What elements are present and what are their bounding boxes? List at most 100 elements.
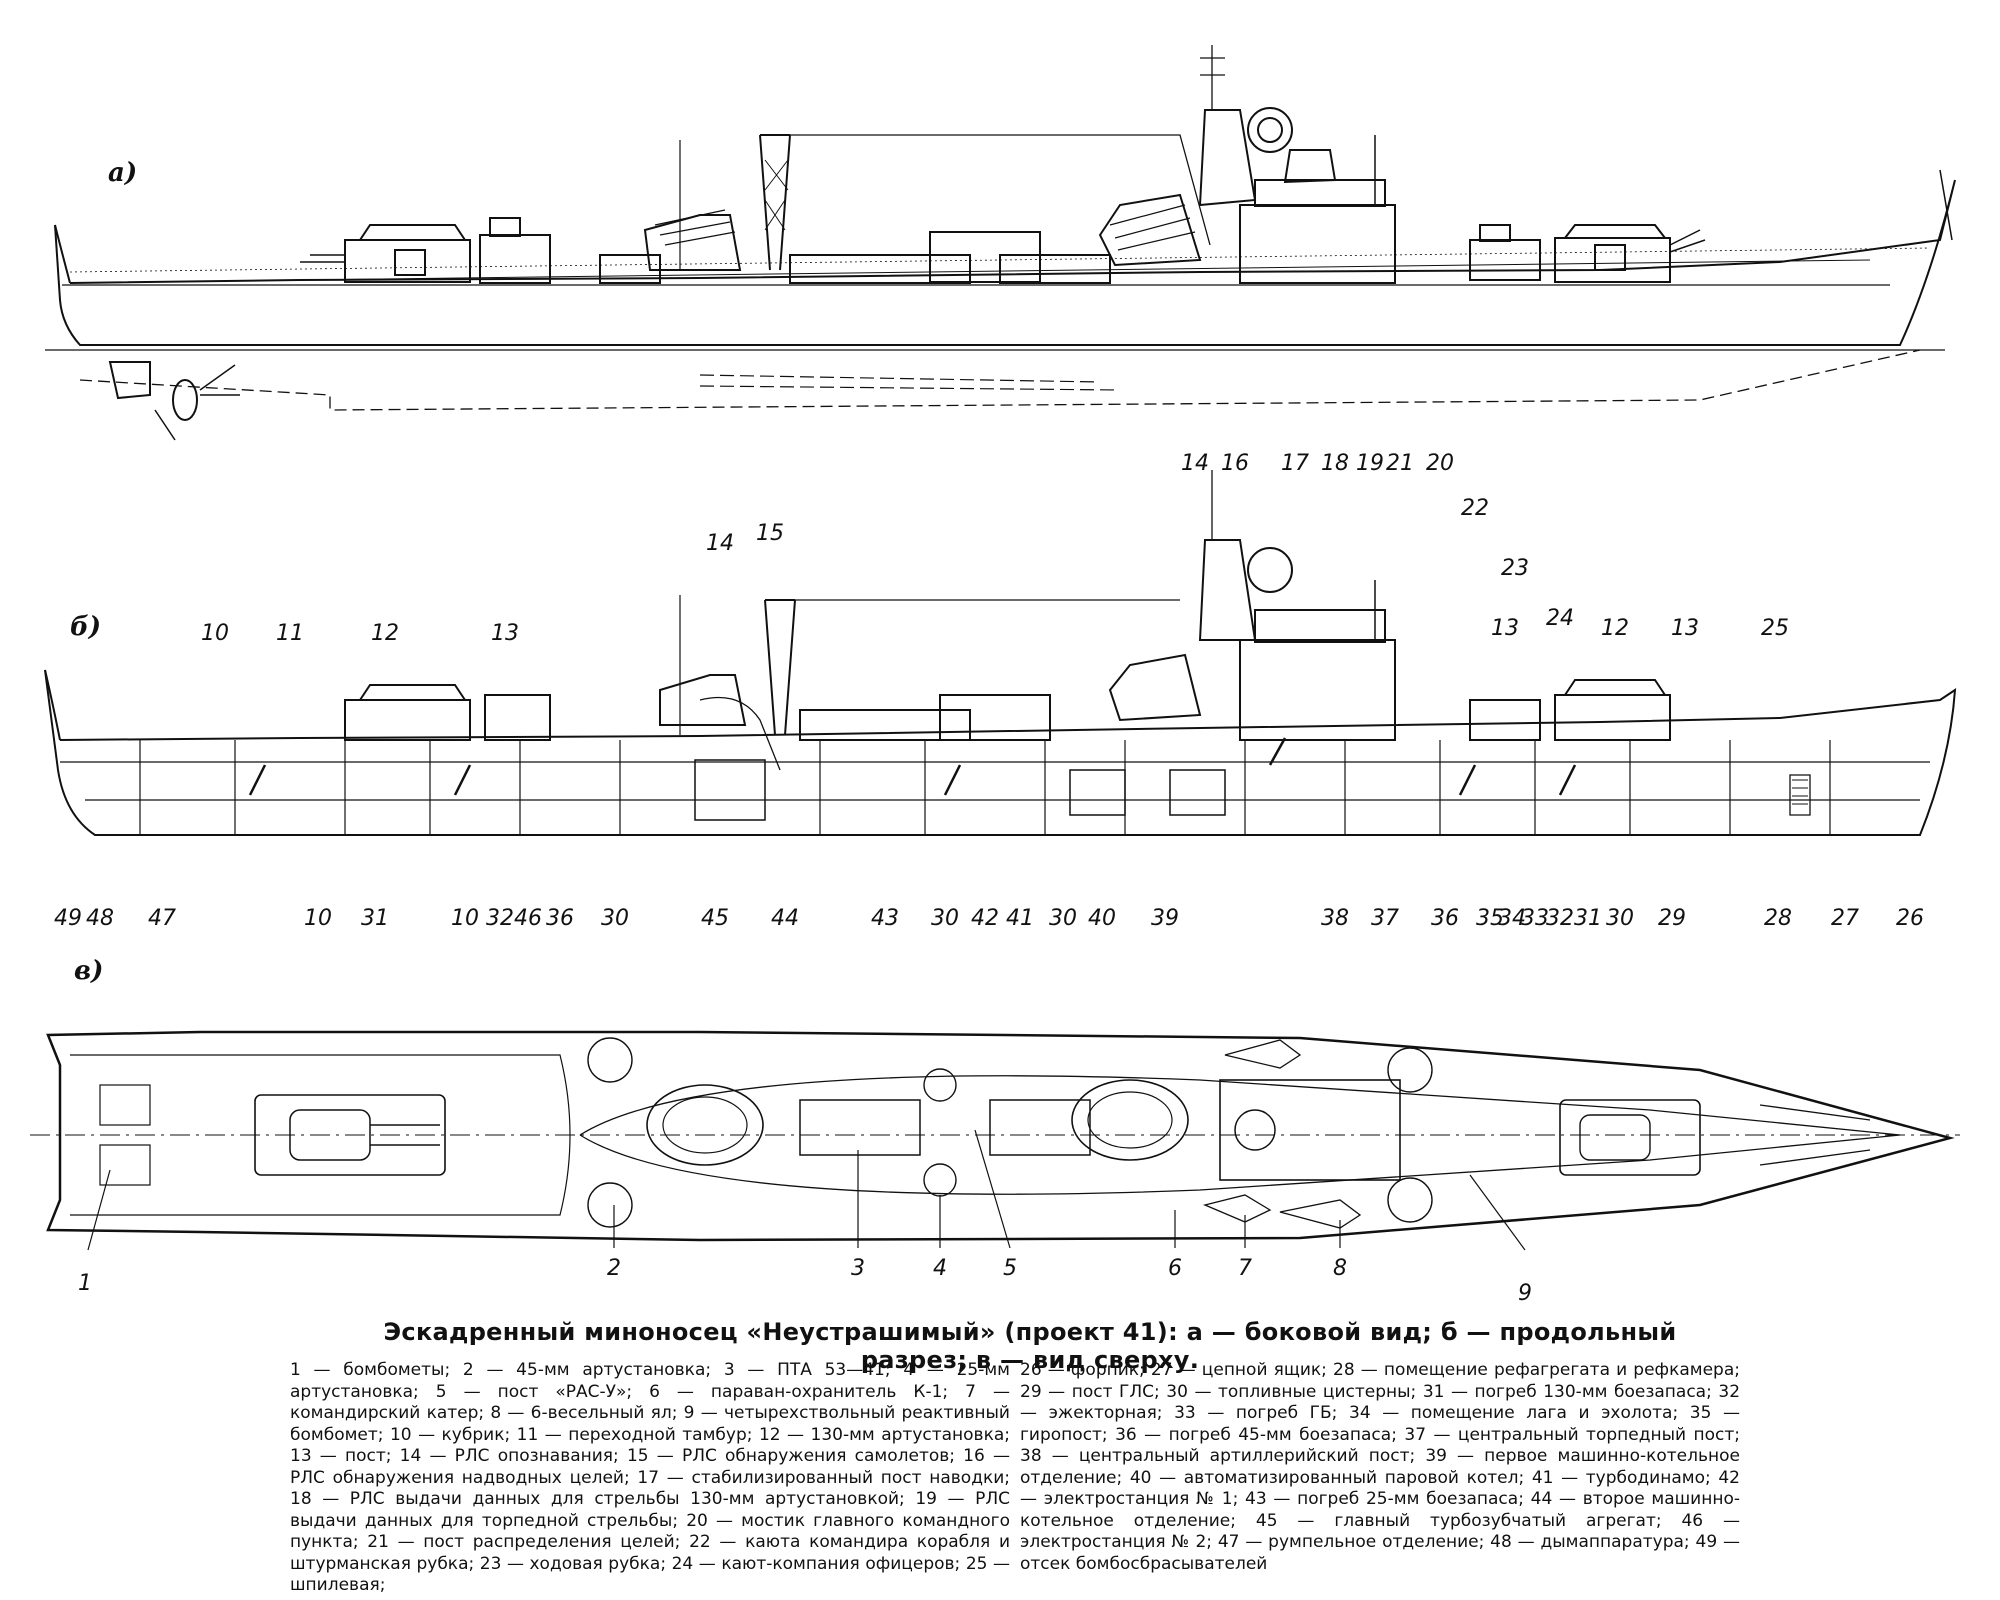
- callout-number: 30: [601, 906, 629, 931]
- legend-item: 44 — второе машинно-котельное отделение;: [1020, 1489, 1740, 1531]
- callout-number: 29: [1658, 906, 1686, 931]
- callout-number: 38: [1321, 906, 1349, 931]
- legend-item: 46 — электростанция № 2;: [1020, 1510, 1740, 1553]
- legend-item: 5 — пост «РАС-У»;: [435, 1381, 650, 1402]
- plan-view: [30, 1030, 1960, 1242]
- callout-number: 13: [1491, 616, 1519, 641]
- legend-item: 26 — форпик;: [1020, 1360, 1151, 1380]
- callout-number: 12: [1601, 616, 1629, 641]
- legend-item: 11 — переходной тамбур;: [516, 1424, 759, 1445]
- callout-number: 17: [1281, 451, 1309, 476]
- callout-number: 6: [1168, 1256, 1182, 1281]
- callout-number: 36: [1431, 906, 1459, 931]
- legend-item: 39 — первое машинно-котельное отделение;: [1020, 1446, 1740, 1488]
- legend-item: 9 — четырехствольный реактивный бомбомет…: [290, 1403, 1010, 1445]
- callout-number: 20: [1426, 451, 1454, 476]
- callout-number: 34: [1498, 906, 1526, 931]
- legend-item: 33 — погреб ГБ;: [1174, 1403, 1349, 1423]
- legend-left: 1 — бомбометы; 2 — 45-мм артустановка; 3…: [290, 1360, 1010, 1597]
- panel-label-b: б): [70, 612, 102, 642]
- legend-item: 34 — помещение лага и эхолота;: [1349, 1403, 1690, 1423]
- legend-item: 7 — командирский катер;: [290, 1381, 1010, 1424]
- legend-item: 30 — топливные цистерны;: [1166, 1381, 1423, 1402]
- legend-item: 16 — РЛС обнаружения надводных целей;: [290, 1446, 1010, 1488]
- callout-number: 30: [1049, 906, 1077, 931]
- callout-number: 36: [546, 906, 574, 931]
- callout-number: 48: [86, 906, 114, 931]
- legend-item: 25 — шпилевая;: [290, 1553, 1011, 1596]
- callout-number: 21: [1386, 451, 1414, 476]
- callout-number: 12: [371, 621, 399, 646]
- legend-item: 37 — центральный торпедный пост;: [1404, 1424, 1740, 1445]
- callout-number: 32: [1546, 906, 1574, 931]
- callout-number: 5: [1003, 1256, 1017, 1281]
- legend-item: 17 — стабилизированный пост наводки;: [637, 1467, 1010, 1488]
- callout-number: 9: [1518, 1281, 1532, 1306]
- callout-number: 7: [1238, 1256, 1252, 1281]
- callout-number: 45: [701, 906, 729, 931]
- legend-item: 40 — автоматизированный паровой котел;: [1129, 1467, 1532, 1488]
- callout-number: 33: [1521, 906, 1549, 931]
- legend-item: 49 — отсек бомбосбрасывателей: [1020, 1532, 1740, 1574]
- callout-number: 30: [931, 906, 959, 931]
- callout-number: 19: [1356, 451, 1384, 476]
- callout-number: 10: [304, 906, 332, 931]
- legend-item: 2 — 45-мм артустановка;: [462, 1360, 724, 1380]
- panel-label-a: а): [108, 158, 138, 188]
- legend-item: 4 — 25-мм артустановка;: [290, 1360, 1010, 1402]
- legend-item: 1 — бомбометы;: [290, 1360, 463, 1380]
- callout-number: 46: [514, 906, 542, 931]
- legend-item: 41 — турбодинамо;: [1531, 1467, 1719, 1488]
- side-view: [45, 45, 1956, 441]
- callout-number: 15: [756, 521, 784, 546]
- panel-label-v: в): [74, 956, 104, 986]
- callout-number: 47: [148, 906, 176, 931]
- callout-number: 37: [1371, 906, 1399, 931]
- legend-item: 15 — РЛС обнаружения самолетов;: [626, 1446, 964, 1466]
- legend-item: 47 — румпельное отделение;: [1217, 1532, 1491, 1552]
- legend-item: 21 — пост распределения целей;: [367, 1532, 690, 1552]
- legend-item: 36 — погреб 45-мм боезапаса;: [1115, 1424, 1405, 1445]
- callout-number: 31: [361, 906, 389, 931]
- callout-number: 26: [1896, 906, 1924, 931]
- legend-item: 20 — мостик главного командного пункта;: [290, 1510, 1010, 1553]
- legend-item: 31 — погреб 130-мм боезапаса;: [1422, 1381, 1719, 1402]
- legend-item: 6 — параван-охранитель К-1;: [649, 1381, 966, 1402]
- legend-item: 38 — центральный артиллерийский пост;: [1020, 1446, 1426, 1466]
- legend-item: 45 — главный турбозубчатый агрегат;: [1255, 1510, 1682, 1531]
- legend-item: 48 — дымаппаратура;: [1490, 1532, 1696, 1552]
- section-hull: [44, 669, 1957, 836]
- legend-item: 29 — пост ГЛС;: [1020, 1381, 1167, 1402]
- callout-number: 42: [971, 906, 999, 931]
- callout-number: 1: [78, 1271, 92, 1296]
- callout-number: 32: [486, 906, 514, 931]
- plan-hull: [46, 1030, 1955, 1242]
- legend-item: 12 — 130-мм артустановка;: [758, 1424, 1010, 1445]
- callout-number: 13: [491, 621, 519, 646]
- callout-number: 31: [1574, 906, 1602, 931]
- callout-number: 49: [54, 906, 82, 931]
- legend-item: 42 — электростанция № 1;: [1020, 1467, 1740, 1510]
- callout-number: 22: [1461, 496, 1489, 521]
- callout-number: 25: [1761, 616, 1789, 641]
- callout-number: 39: [1151, 906, 1179, 931]
- legend-item: 13 — пост;: [290, 1446, 400, 1466]
- callout-number: 24: [1546, 606, 1574, 631]
- legend-item: 43 — погреб 25-мм боезапаса;: [1245, 1489, 1531, 1509]
- legend-item: 32 — эжекторная;: [1020, 1381, 1741, 1424]
- legend-item: 28 — помещение рефагрегата и рефкамера;: [1333, 1360, 1740, 1380]
- legend-item: 8 — 6-весельный ял;: [490, 1403, 684, 1423]
- legend-right: 26 — форпик; 27 — цепной ящик; 28 — поме…: [1020, 1360, 1740, 1575]
- callout-number: 14: [1181, 451, 1209, 476]
- legend-item: 24 — кают-компания офицеров;: [671, 1553, 966, 1574]
- callout-number: 35: [1476, 906, 1504, 931]
- legend-item: 19 — РЛС выдачи данных для торпедной стр…: [290, 1489, 1010, 1531]
- side-hull: [54, 179, 1956, 346]
- callout-number: 41: [1006, 906, 1034, 931]
- callout-number: 16: [1221, 451, 1249, 476]
- callout-number: 3: [851, 1256, 865, 1281]
- legend-item: 35 — гиропост;: [1020, 1403, 1740, 1445]
